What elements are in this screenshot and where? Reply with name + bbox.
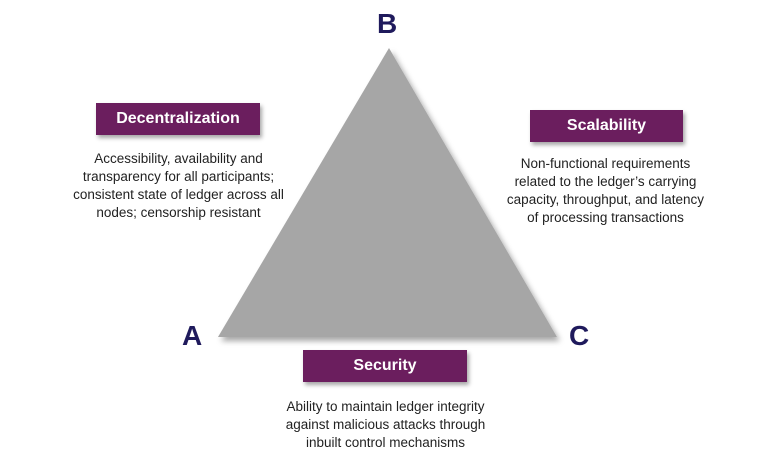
decentralization-line: nodes; censorship resistant [96,205,261,220]
decentralization-description: Accessibility, availability and transpar… [56,150,301,222]
security-description: Ability to maintain ledger integrity aga… [263,398,508,452]
decentralization-label: Decentralization [96,103,260,135]
scalability-description: Non-functional requirements related to t… [483,155,728,227]
security-line: against malicious attacks through [285,417,486,432]
scalability-line: related to the ledger’s carrying [514,174,697,189]
decentralization-line: consistent state of ledger across all [73,187,284,202]
security-line: inbuilt control mechanisms [305,435,466,450]
decentralization-line: Accessibility, availability and [94,151,263,166]
scalability-line: capacity, throughput, and latency [506,192,705,207]
decentralization-line: transparency for all participants; [82,169,275,184]
scalability-line: Non-functional requirements [520,156,691,171]
vertex-a-label: A [182,320,203,351]
triangle-shape [218,48,557,337]
security-label: Security [303,350,467,382]
vertex-b-label: B [377,8,398,39]
vertex-c-label: C [569,320,590,351]
scalability-label: Scalability [530,110,683,142]
scalability-line: of processing transactions [527,210,684,225]
security-line: Ability to maintain ledger integrity [286,399,485,414]
